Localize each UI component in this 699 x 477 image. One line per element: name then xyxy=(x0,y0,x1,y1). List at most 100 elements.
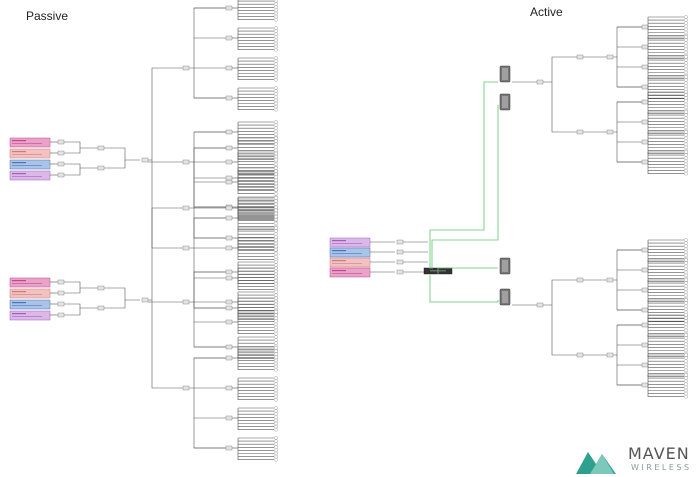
cable-path xyxy=(616,280,642,311)
antenna-icon xyxy=(684,35,688,39)
cable-path xyxy=(437,267,498,274)
antenna-icon xyxy=(274,154,278,159)
antenna-icon xyxy=(684,273,688,278)
antenna-icon xyxy=(684,301,688,305)
cable-path xyxy=(193,68,226,99)
splitter-icon xyxy=(225,235,233,241)
splitter-icon xyxy=(225,385,233,391)
antenna-icon xyxy=(274,29,278,33)
antenna-icon xyxy=(684,316,688,320)
antenna-icon xyxy=(274,427,278,432)
active-title: Active xyxy=(530,5,563,19)
signal-source-box xyxy=(9,170,51,181)
antenna-icon xyxy=(684,64,688,69)
splitter-icon xyxy=(641,322,649,328)
splitter-icon xyxy=(606,277,614,283)
antenna-icon xyxy=(274,77,278,82)
antenna-icon xyxy=(274,199,278,203)
cable-path xyxy=(429,81,498,269)
antenna-icon xyxy=(684,24,688,29)
antenna-icon xyxy=(684,119,688,124)
antenna-icon xyxy=(274,166,278,170)
splitter-icon xyxy=(225,415,233,421)
cable-path xyxy=(151,300,183,389)
cable-path xyxy=(193,302,226,348)
antenna-icon xyxy=(274,361,278,366)
antenna-icon xyxy=(684,55,688,59)
signal-source-box xyxy=(329,237,371,248)
splitter-icon xyxy=(641,139,649,145)
antenna-icon xyxy=(684,27,688,32)
antenna-icon xyxy=(274,98,278,103)
antenna-icon xyxy=(274,296,278,301)
antenna-icon xyxy=(274,178,278,183)
antenna-icon xyxy=(684,270,688,275)
antenna-icon xyxy=(274,376,278,380)
signal-source-box xyxy=(9,277,51,288)
antenna-icon xyxy=(274,169,278,173)
antenna-icon xyxy=(684,258,688,262)
splitter-icon xyxy=(225,145,233,151)
splitter-icon xyxy=(576,277,584,283)
splitter-icon xyxy=(57,139,65,145)
antenna-icon xyxy=(274,65,278,70)
antenna-icon xyxy=(684,102,688,107)
splitter-icon xyxy=(225,275,233,281)
splitter-icon xyxy=(536,302,544,308)
signal-source-box xyxy=(9,299,51,310)
antenna-icon xyxy=(684,238,688,242)
antenna-icon xyxy=(274,302,278,307)
splitter-icon xyxy=(396,249,404,255)
source-detail-bar xyxy=(12,305,42,306)
antenna-icon xyxy=(274,364,278,369)
antenna-icon xyxy=(274,17,278,22)
passive-title: Passive xyxy=(26,9,69,23)
splitter-icon xyxy=(606,54,614,60)
splitter-icon xyxy=(225,129,233,135)
antenna-icon xyxy=(274,221,278,226)
antenna-icon xyxy=(274,162,278,167)
cable-path xyxy=(64,148,81,154)
antenna-icon xyxy=(684,67,688,72)
antenna-icon xyxy=(684,348,688,353)
cable-path xyxy=(64,141,98,149)
source-detail-bar xyxy=(332,273,362,274)
antenna-icon xyxy=(684,253,688,258)
antenna-icon xyxy=(684,122,688,127)
splitter-icon xyxy=(225,305,233,311)
antenna-icon xyxy=(274,367,278,372)
antenna-icon xyxy=(684,116,688,120)
cable-path xyxy=(104,287,140,301)
antenna-icon xyxy=(274,341,278,346)
antenna-icon xyxy=(274,126,278,130)
source-detail-bar xyxy=(332,253,362,254)
cable-path xyxy=(613,26,642,58)
cable-path xyxy=(64,308,81,316)
antenna-icon xyxy=(684,15,688,19)
antenna-icon xyxy=(684,267,688,272)
splitter-icon xyxy=(641,44,649,50)
antenna-icon xyxy=(274,139,278,143)
antenna-icon xyxy=(684,287,688,292)
antenna-icon xyxy=(684,41,688,46)
antenna-icon xyxy=(684,150,688,154)
signal-source-box xyxy=(329,247,371,258)
splitter-icon xyxy=(57,172,65,178)
splitter-icon xyxy=(641,24,649,30)
antenna-icon xyxy=(684,50,688,55)
antenna-icon xyxy=(684,391,688,396)
antenna-icon xyxy=(684,250,688,255)
antenna-icon xyxy=(274,382,278,387)
antenna-icon xyxy=(274,11,278,16)
antenna-icon xyxy=(684,38,688,42)
signal-source-box xyxy=(9,148,51,159)
logo-word-wireless: WIRELESS xyxy=(631,463,692,472)
signal-source-box xyxy=(9,159,51,170)
antenna-icon xyxy=(274,191,278,196)
antenna-icon xyxy=(684,353,688,357)
antenna-icon xyxy=(274,172,278,176)
remote-unit-panel xyxy=(502,291,508,303)
antenna-icon xyxy=(274,59,278,63)
antenna-icon xyxy=(274,352,278,357)
